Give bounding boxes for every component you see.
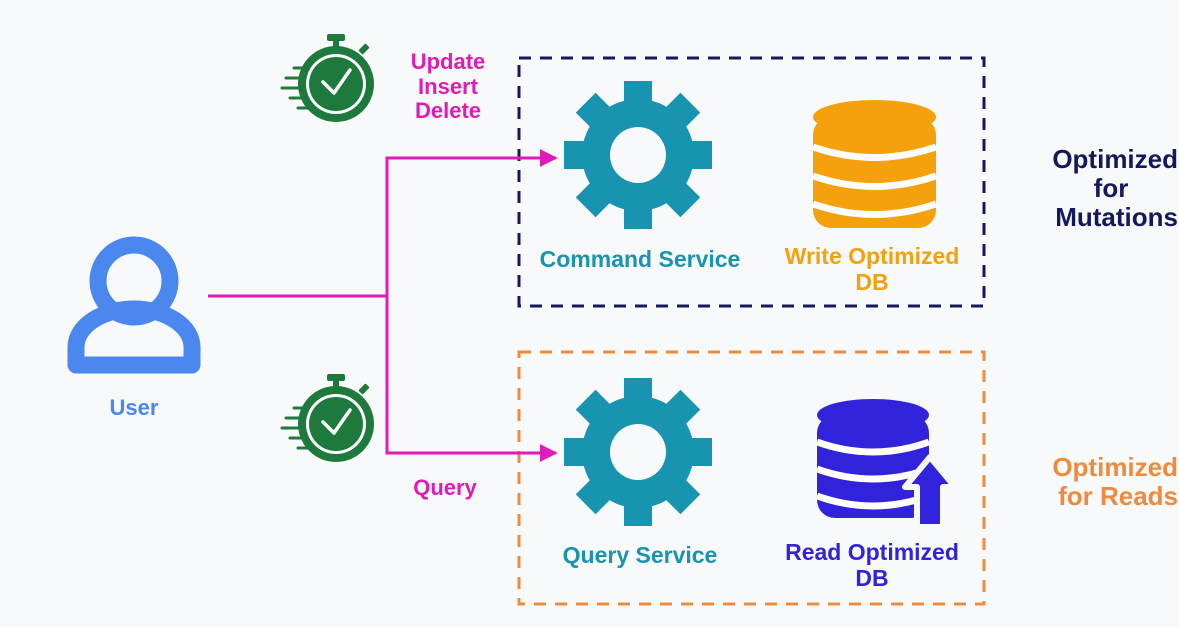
gear-icon — [564, 378, 712, 526]
command-arrow — [208, 149, 558, 298]
gear-icon — [564, 81, 712, 229]
delete-op: Delete — [414, 98, 482, 124]
read-db-label: Read Optimized DB — [785, 539, 959, 591]
fast-stopwatch-icon — [280, 372, 376, 464]
update-op: Update — [410, 49, 486, 74]
query-service-label: Query Service — [562, 542, 718, 568]
optimized-for-reads-label: Optimized for Reads — [1052, 452, 1178, 512]
write-db-label: Write Optimized DB — [784, 243, 960, 295]
database-upload-icon — [815, 399, 958, 530]
optimized-for-mutations-label: Optimized for Mutations — [1052, 144, 1178, 233]
command-service-label: Command Service — [539, 246, 741, 272]
fast-stopwatch-icon — [280, 32, 376, 124]
database-icon — [811, 100, 938, 228]
query-arrow — [385, 296, 558, 462]
connector-lines — [208, 149, 558, 462]
query-operation-label: Query — [413, 475, 477, 500]
command-operations-label: Update Insert Delete — [400, 49, 496, 124]
query-side-box — [517, 350, 986, 606]
user-label: User — [109, 395, 159, 420]
insert-op: Insert — [418, 73, 478, 99]
user-icon — [67, 236, 201, 374]
command-side-box — [517, 56, 986, 308]
